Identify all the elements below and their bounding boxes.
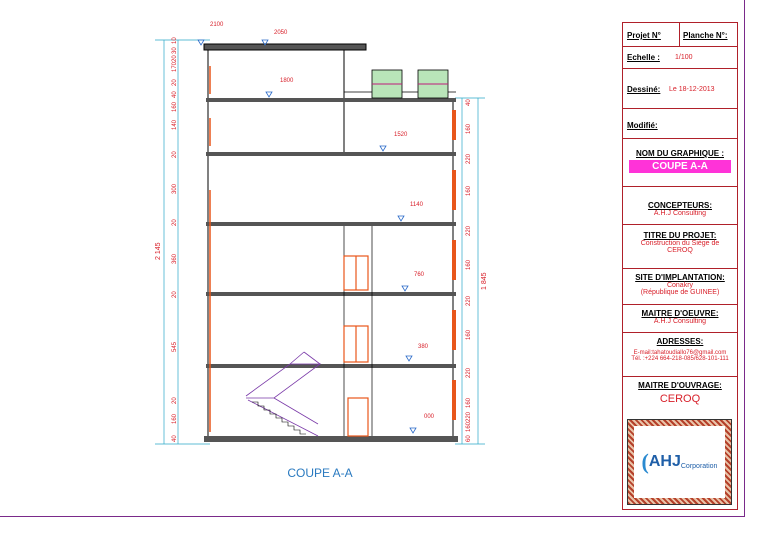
level-label: 1800 [280, 78, 294, 84]
right-dim: 160 [466, 123, 472, 134]
concepteurs-value: A.H.J Consulting [653, 210, 707, 217]
left-dim: 20 [172, 397, 178, 404]
title-block: Projet N° Planche N°: Echelle : 1/100 De… [622, 22, 738, 510]
logo-mark-icon: ( [641, 449, 649, 474]
left-dim: 30 [172, 47, 178, 54]
level-label: 000 [424, 414, 435, 420]
tb-titre-row: TITRE DU PROJET: Construction du Siège d… [623, 225, 737, 269]
slab-1520 [206, 152, 456, 156]
projet-label: Projet N° [627, 31, 661, 40]
tb-concepteurs-row: CONCEPTEURS: A.H.J Consulting [623, 187, 737, 225]
windows-right [452, 110, 456, 420]
right-dim: 160 [466, 421, 472, 432]
modifie-label: Modifié: [627, 121, 658, 130]
right-dim: 40 [466, 99, 472, 106]
right-dim: 220 [466, 411, 472, 422]
mo-label: MAITRE D'OUVRAGE: [638, 381, 722, 390]
tb-project-row: Projet N° Planche N°: [623, 23, 737, 47]
slab-000 [204, 436, 458, 442]
sheet-border-right [744, 0, 745, 517]
slab-380 [206, 364, 456, 368]
roof-slab [203, 43, 367, 51]
left-dim: 170 [172, 61, 178, 72]
email-value: E-mail:tahatoudiallo76@gmail.com [633, 350, 727, 356]
total-height-right: 1 845 [481, 272, 488, 290]
site-label: SITE D'IMPLANTATION: [635, 273, 725, 282]
left-dim: 40 [172, 435, 178, 442]
graph-value: COUPE A-A [629, 160, 731, 173]
echelle-value: 1/100 [675, 54, 693, 61]
right-dim: 160 [466, 259, 472, 270]
level-markers [197, 39, 417, 434]
left-dim: 20 [172, 79, 178, 86]
level-label: 2100 [210, 22, 224, 28]
echelle-label: Echelle : [627, 53, 660, 62]
right-dim: 60 [466, 435, 472, 442]
tb-site-row: SITE D'IMPLANTATION: Conakry (République… [623, 269, 737, 305]
level-label: 2050 [274, 30, 288, 36]
left-dim: 160 [172, 413, 178, 424]
tb-moe-row: MAITRE D'OEUVRE: A.H.J Consulting [623, 305, 737, 333]
dessine-label: Dessiné: [627, 85, 661, 94]
left-dim: 40 [172, 91, 178, 98]
floor-slabs [204, 98, 458, 442]
drawing-caption: COUPE A-A [287, 466, 352, 480]
left-dim: 545 [172, 341, 178, 352]
right-dim: 220 [466, 367, 472, 378]
left-dim: 20 [172, 219, 178, 226]
section-drawing: 2100 2050 1800 1520 1140 760 380 000 2 1… [155, 22, 488, 480]
planche-label: Planche N°: [683, 31, 728, 40]
titre-value: Construction du Siège de CEROQ [640, 240, 720, 254]
left-dim: 10 [172, 37, 178, 44]
sheet-border-bottom [0, 516, 745, 517]
slab-1800 [206, 98, 456, 102]
right-dim: 220 [466, 295, 472, 306]
site-value-country: (République de GUINEE) [640, 289, 720, 296]
moe-value: A.H.J Consulting [653, 318, 707, 325]
left-dim: 300 [172, 183, 178, 194]
doors [343, 255, 369, 437]
level-label: 760 [414, 272, 425, 278]
tb-mo-row: MAITRE D'OUVRAGE: CEROQ [623, 377, 737, 415]
right-dim: 220 [466, 225, 472, 236]
slab-1140 [206, 222, 456, 226]
left-dim: 160 [172, 101, 178, 112]
tb-adresses-row: ADRESSES: E-mail:tahatoudiallo76@gmail.c… [623, 333, 737, 377]
tb-graph-row: NOM DU GRAPHIQUE : COUPE A-A [623, 139, 737, 187]
water-tanks [371, 69, 449, 99]
mo-value: CEROQ [659, 393, 701, 405]
right-dim: 160 [466, 185, 472, 196]
tb-echelle-row: Echelle : 1/100 [623, 47, 737, 69]
left-dim: 20 [172, 55, 178, 62]
graph-label: NOM DU GRAPHIQUE : [636, 149, 724, 158]
company-logo: ( AHJ Corporation [627, 419, 732, 505]
left-dim: 360 [172, 253, 178, 264]
total-height-left: 2 145 [155, 242, 162, 260]
moe-label: MAITRE D'OEUVRE: [641, 309, 719, 318]
level-label: 380 [418, 344, 429, 350]
adresses-label: ADRESSES: [656, 337, 704, 346]
level-label: 1140 [410, 202, 424, 208]
left-dim: 140 [172, 119, 178, 130]
level-label: 1520 [394, 132, 408, 138]
right-dim: 220 [466, 153, 472, 164]
site-value-city: Conakry [666, 282, 694, 289]
stair-steps [252, 401, 306, 435]
tel-value: Tél. :+224 664-218-085/628-101-111 [631, 356, 729, 362]
concepteurs-label: CONCEPTEURS: [647, 201, 712, 210]
left-dim: 20 [172, 291, 178, 298]
titre-label: TITRE DU PROJET: [643, 231, 717, 240]
tb-modifie-row: Modifié: [623, 109, 737, 139]
slab-760 [206, 292, 456, 296]
logo-text: AHJ [648, 453, 681, 470]
left-dim: 20 [172, 151, 178, 158]
right-dim: 160 [466, 397, 472, 408]
tb-dessine-row: Dessiné: Le 18-12-2013 [623, 69, 737, 109]
logo-subtext: Corporation [680, 462, 718, 470]
dessine-value: Le 18-12-2013 [669, 86, 715, 93]
right-dim: 160 [466, 329, 472, 340]
